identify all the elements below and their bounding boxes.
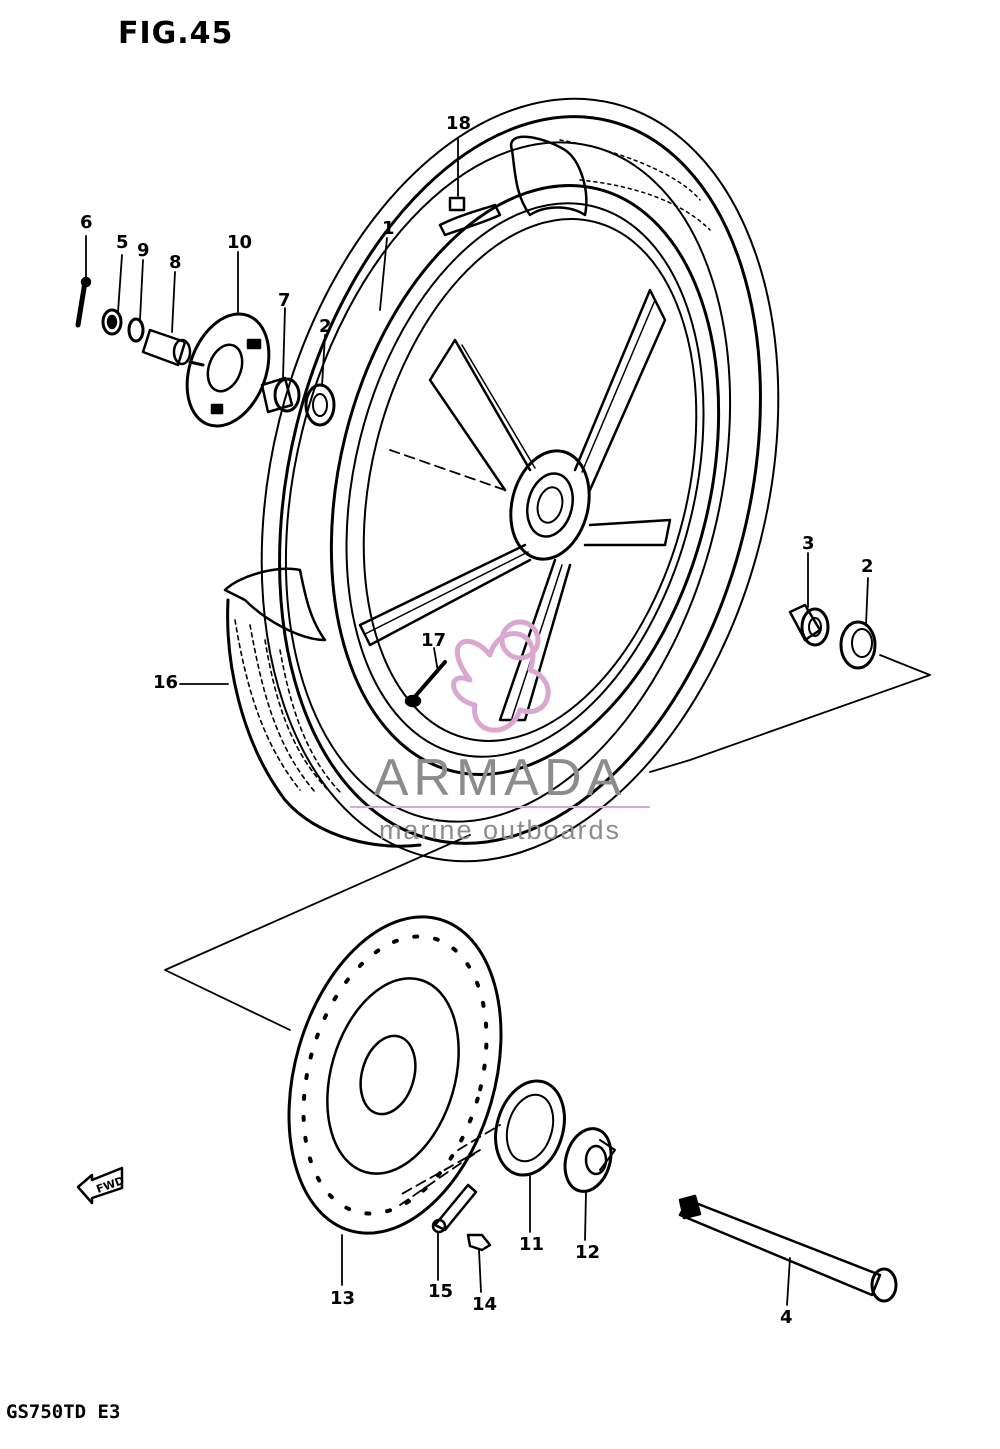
tire-part-16	[223, 97, 780, 863]
callout-14: 14	[472, 1294, 498, 1315]
callout-5: 5	[116, 232, 129, 253]
cast-wheel-part-1	[329, 183, 721, 777]
callout-8: 8	[169, 252, 182, 273]
watermark-tagline: marine outboards	[378, 815, 622, 845]
axle-nut-part-5	[101, 308, 123, 336]
callout-9: 9	[137, 240, 150, 261]
callout-11: 11	[519, 1234, 545, 1255]
bolt-part-14	[466, 1233, 492, 1252]
washer-part-9	[127, 317, 145, 343]
forward-arrow-icon	[76, 1166, 124, 1205]
speedometer-drive-part-12	[563, 1127, 616, 1193]
callout-7: 7	[278, 290, 291, 311]
callout-18: 18	[446, 113, 472, 134]
callout-13: 13	[330, 1288, 356, 1309]
callout-4: 4	[780, 1307, 793, 1328]
model-code: GS750TD E3	[6, 1401, 121, 1423]
assembly-guide-lines	[164, 654, 931, 1206]
callout-3: 3	[802, 533, 815, 554]
watermark-rule	[350, 806, 650, 808]
callout-1: 1	[382, 218, 395, 239]
callout-6: 6	[80, 212, 93, 233]
callout-12: 12	[575, 1242, 601, 1263]
watermark-name: ARMADA	[373, 749, 627, 807]
callout-17: 17	[421, 630, 447, 651]
balancer-part-18	[438, 196, 502, 237]
oil-seal-part-11	[494, 1079, 566, 1177]
tire-valve-part-17	[404, 660, 447, 708]
callout-10: 10	[227, 232, 253, 253]
front-axle-part-4	[678, 1194, 898, 1303]
callout-16: 16	[153, 672, 179, 693]
callout-15: 15	[428, 1281, 454, 1302]
brake-disc-part-13	[287, 915, 503, 1235]
lock-washer-part-15	[431, 1183, 478, 1234]
figure-title: FIG.45	[118, 16, 234, 51]
spacer-part-8	[141, 328, 192, 367]
callout-2-left: 2	[319, 316, 332, 337]
callout-2-right: 2	[861, 556, 874, 577]
speedometer-gearbox-part-10	[185, 312, 271, 428]
bearing-part-3	[788, 603, 830, 647]
leader-lines	[85, 137, 869, 1306]
spacer-part-7	[260, 376, 301, 414]
oil-seal-part-2-right	[839, 620, 877, 670]
armada-logo-icon	[451, 619, 551, 733]
cotter-pin-part-6	[75, 276, 92, 328]
oil-seal-part-2-left	[304, 383, 336, 427]
